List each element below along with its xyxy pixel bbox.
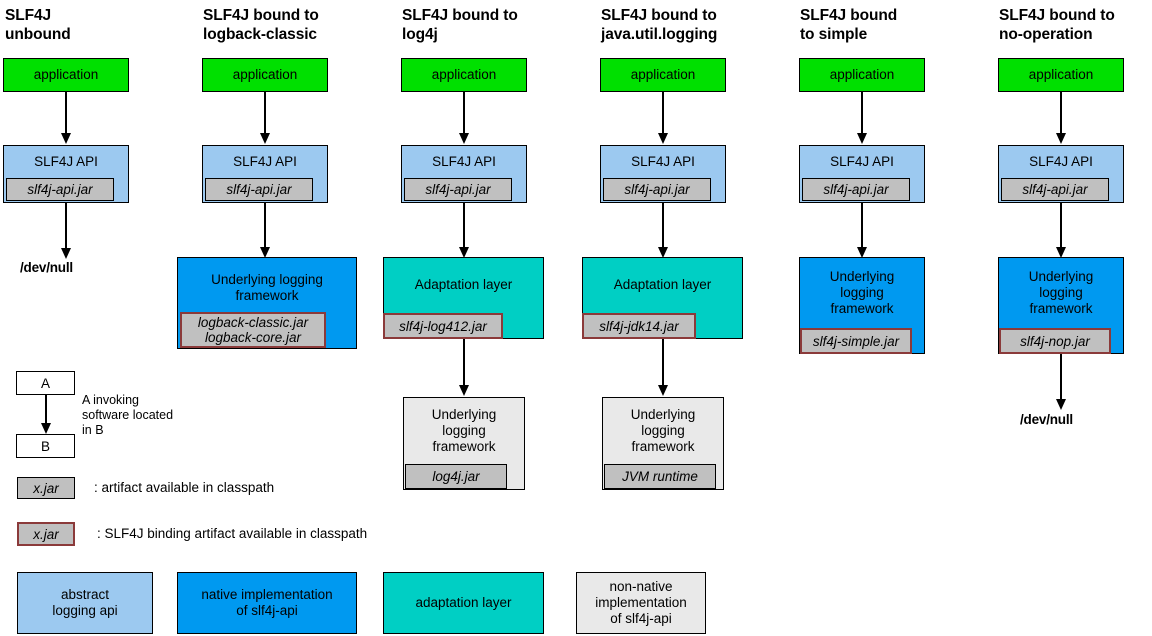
legend-chip-binding-jar: x.jar: [17, 522, 75, 546]
legend-plain-jar-description: : artifact available in classpath: [94, 480, 275, 495]
jar-chip-slf4j-api: slf4j-api.jar: [6, 178, 114, 201]
application-box-logback: application: [202, 58, 328, 92]
jar-chip-slf4j-api: slf4j-api.jar: [603, 178, 711, 201]
jar-chip-slf4j-log4j12: slf4j-log412.jar: [383, 313, 503, 339]
adaptation-layer-box-log4j: Adaptation layer slf4j-log412.jar: [383, 257, 544, 339]
terminal-devnull-nop: /dev/null: [1020, 412, 1073, 427]
jar-chip-slf4j-api: slf4j-api.jar: [1001, 178, 1109, 201]
slf4j-api-label: SLF4J API: [233, 154, 297, 169]
jar-chip-slf4j-api: slf4j-api.jar: [205, 178, 313, 201]
underlying-framework-box-nop: Underlying logging framework slf4j-nop.j…: [998, 257, 1124, 354]
jar-chip-jvm-runtime: JVM runtime: [604, 464, 716, 489]
jar-chip-slf4j-api: slf4j-api.jar: [404, 178, 512, 201]
legend-chip-plain-jar: x.jar: [17, 477, 75, 499]
adaptation-layer-label: Adaptation layer: [414, 277, 513, 292]
slf4j-api-box-unbound: SLF4J API slf4j-api.jar: [3, 145, 129, 203]
jar-chip-slf4j-jdk14: slf4j-jdk14.jar: [582, 313, 696, 339]
jar-chip-log4j: log4j.jar: [405, 464, 507, 489]
slf4j-api-box-logback: SLF4J API slf4j-api.jar: [202, 145, 328, 203]
jar-chip-slf4j-simple: slf4j-simple.jar: [800, 328, 912, 354]
underlying-framework-label: Underlying logging framework: [829, 269, 895, 316]
legend-swatch-native-impl: native implementation of slf4j-api: [177, 572, 357, 634]
column-title-log4j: SLF4J bound to log4j: [402, 7, 518, 43]
column-title-jul: SLF4J bound to java.util.logging: [601, 7, 718, 43]
application-label: application: [829, 67, 895, 82]
underlying-framework-label: Underlying logging framework: [431, 406, 497, 454]
slf4j-api-box-jul: SLF4J API slf4j-api.jar: [600, 145, 726, 203]
application-label: application: [33, 67, 99, 82]
legend-binding-jar-description: : SLF4J binding artifact available in cl…: [97, 526, 368, 541]
application-label: application: [1028, 67, 1094, 82]
column-title-simple: SLF4J bound to simple: [800, 7, 898, 43]
underlying-framework-box-log4j: Underlying logging framework log4j.jar: [403, 397, 525, 490]
legend-swatch-adaptation-layer: adaptation layer: [383, 572, 544, 634]
adaptation-layer-box-jul: Adaptation layer slf4j-jdk14.jar: [582, 257, 743, 339]
legend-invocation-description: A invoking software located in B: [82, 393, 174, 437]
legend-swatch-non-native-impl: non-native implementation of slf4j-api: [576, 572, 706, 634]
slf4j-api-label: SLF4J API: [34, 154, 98, 169]
slf4j-api-label: SLF4J API: [631, 154, 695, 169]
underlying-framework-box-jul: Underlying logging framework JVM runtime: [602, 397, 724, 490]
application-label: application: [232, 67, 298, 82]
application-box-jul: application: [600, 58, 726, 92]
slf4j-api-label: SLF4J API: [830, 154, 894, 169]
underlying-framework-label: Underlying logging framework: [1028, 269, 1094, 316]
underlying-framework-box-simple: Underlying logging framework slf4j-simpl…: [799, 257, 925, 354]
underlying-framework-box-logback: Underlying logging framework logback-cla…: [177, 257, 357, 349]
slf4j-api-box-log4j: SLF4J API slf4j-api.jar: [401, 145, 527, 203]
underlying-framework-label: Underlying logging framework: [211, 272, 323, 303]
application-label: application: [431, 67, 497, 82]
legend-box-a: A: [16, 371, 75, 395]
jar-chip-logback: logback-classic.jar logback-core.jar: [180, 312, 326, 348]
application-box-simple: application: [799, 58, 925, 92]
column-title-unbound: SLF4J unbound: [5, 7, 71, 43]
column-title-nop: SLF4J bound to no-operation: [999, 7, 1115, 43]
application-box-log4j: application: [401, 58, 527, 92]
slf4j-api-box-nop: SLF4J API slf4j-api.jar: [998, 145, 1124, 203]
jar-chip-slf4j-api: slf4j-api.jar: [802, 178, 910, 201]
slf4j-api-label: SLF4J API: [432, 154, 496, 169]
jar-chip-slf4j-nop: slf4j-nop.jar: [999, 328, 1111, 354]
application-label: application: [630, 67, 696, 82]
application-box-nop: application: [998, 58, 1124, 92]
slf4j-api-label: SLF4J API: [1029, 154, 1093, 169]
legend-swatch-abstract-api: abstract logging api: [17, 572, 153, 634]
legend-box-b: B: [16, 434, 75, 458]
slf4j-api-box-simple: SLF4J API slf4j-api.jar: [799, 145, 925, 203]
terminal-devnull-unbound: /dev/null: [20, 260, 73, 275]
application-box-unbound: application: [3, 58, 129, 92]
adaptation-layer-label: Adaptation layer: [613, 277, 712, 292]
column-title-logback: SLF4J bound to logback-classic: [203, 7, 319, 43]
underlying-framework-label: Underlying logging framework: [630, 406, 696, 454]
